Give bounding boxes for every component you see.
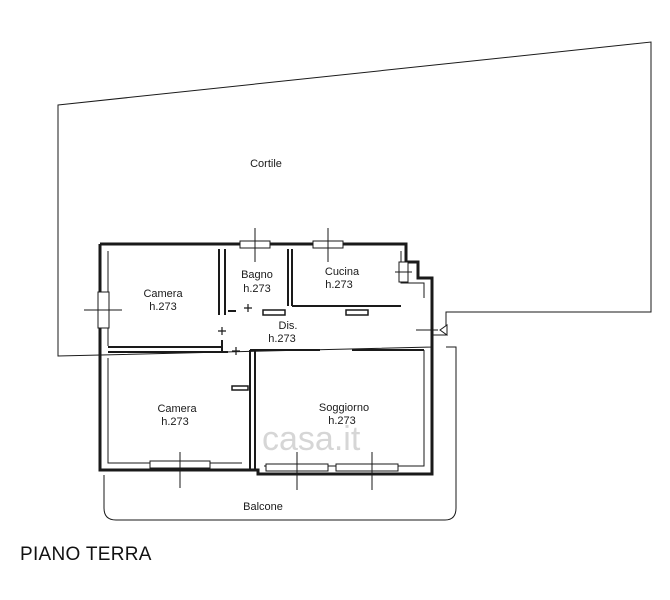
- label-dis-name: Dis.: [279, 320, 298, 332]
- label-soggiorno-height: h.273: [328, 415, 356, 427]
- plus-marker: [244, 304, 252, 312]
- plus-marker: [218, 327, 226, 335]
- courtyard-outline: [57, 41, 652, 357]
- label-cortile: Cortile: [250, 158, 282, 170]
- label-camera1-height: h.273: [149, 301, 177, 313]
- label-bagno-height: h.273: [243, 283, 271, 295]
- window-marks: [84, 228, 438, 490]
- label-cucina-height: h.273: [325, 279, 353, 291]
- entrance-arrow-icon: [439, 324, 448, 336]
- label-soggiorno-name: Soggiorno: [319, 402, 369, 414]
- plus-markers: [218, 304, 252, 355]
- watermark: casa.it: [262, 420, 361, 458]
- label-camera2-name: Camera: [157, 403, 197, 415]
- label-camera2-height: h.273: [161, 416, 189, 428]
- interior-walls: [108, 249, 424, 470]
- label-balcone: Balcone: [243, 501, 283, 513]
- label-cucina-name: Cucina: [325, 266, 360, 278]
- wall-segments: [231, 309, 369, 391]
- plus-marker: [232, 347, 240, 355]
- balcony-outline: [103, 346, 457, 521]
- label-bagno-name: Bagno: [241, 269, 273, 281]
- door-stubs: [221, 310, 236, 353]
- floor-title: PIANO TERRA: [20, 544, 152, 565]
- label-dis-height: h.273: [268, 333, 296, 345]
- label-camera1-name: Camera: [143, 288, 183, 300]
